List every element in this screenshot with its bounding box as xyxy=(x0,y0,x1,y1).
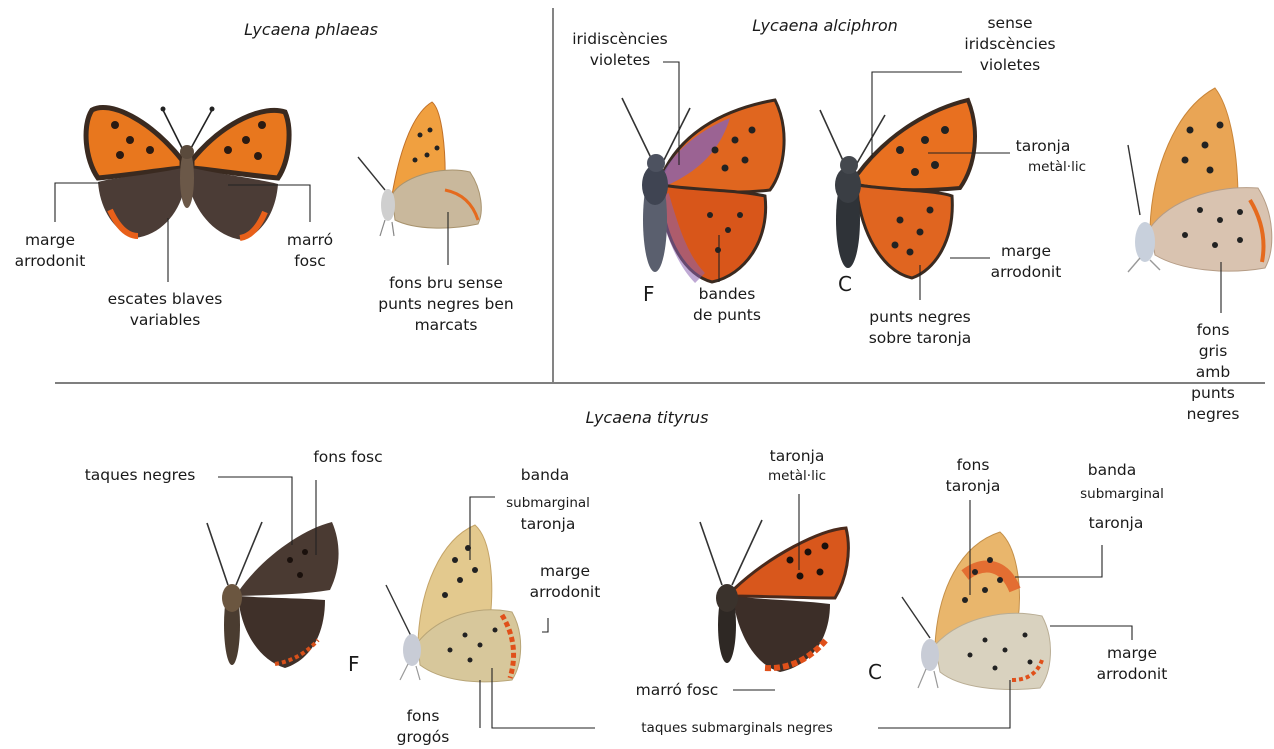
sex-mark-alciphron-female: F xyxy=(643,282,656,306)
sex-mark-tityrus-female: F xyxy=(348,652,361,676)
label-tityrus-taronja-male: taronja xyxy=(770,446,825,467)
butterfly-tityrus-female-open xyxy=(207,522,339,668)
butterfly-tityrus-male-underside xyxy=(902,532,1050,689)
label-tityrus-marge-female: marge arrodonit xyxy=(530,561,601,603)
label-tityrus-metallic-male: metàl·lic xyxy=(768,467,826,486)
butterfly-phlaeas-open xyxy=(86,107,289,241)
label-alciphron-bandes: bandes de punts xyxy=(693,284,761,326)
label-phlaeas-fons: fons bru sense punts negres ben marcats xyxy=(378,273,514,336)
label-tityrus-marge-male: marge arrodonit xyxy=(1097,643,1168,685)
label-phlaeas-escates: escates blaves variables xyxy=(108,289,223,331)
sex-mark-alciphron-male: C xyxy=(838,272,853,296)
label-alciphron-metallic: metàl·lic xyxy=(1028,158,1086,177)
label-alciphron-punts: punts negres sobre taronja xyxy=(869,307,972,349)
species-title-phlaeas: Lycaena phlaeas xyxy=(244,20,378,39)
label-alciphron-iridiscencies: iridiscències violetes xyxy=(572,29,668,71)
label-tityrus-taques: taques negres xyxy=(85,465,196,486)
label-phlaeas-marge: marge arrodonit xyxy=(15,230,86,272)
label-tityrus-fons-fosc: fons fosc xyxy=(313,447,382,468)
label-alciphron-taronja: taronja xyxy=(1016,136,1071,157)
label-tityrus-marro: marró fosc xyxy=(636,680,719,701)
label-tityrus-taques-submarginals: taques submarginals negres xyxy=(641,719,832,738)
butterfly-tityrus-male-open xyxy=(700,520,848,672)
butterfly-tityrus-female-underside xyxy=(386,525,521,682)
label-tityrus-taronja-band-male: taronja xyxy=(1089,513,1144,534)
species-title-tityrus: Lycaena tityrus xyxy=(586,408,709,427)
label-alciphron-fons: fons gris amb punts negres xyxy=(1183,320,1244,425)
butterfly-alciphron-female xyxy=(622,98,784,282)
label-tityrus-fons-taronja: fons taronja xyxy=(946,455,1001,497)
label-tityrus-banda: banda xyxy=(521,465,570,486)
label-tityrus-submarginal: submarginal xyxy=(506,494,590,513)
butterfly-phlaeas-closed xyxy=(358,102,481,236)
label-tityrus-fons-grogos: fons grogós xyxy=(397,706,450,748)
label-tityrus-taronja: taronja xyxy=(521,514,576,535)
butterfly-alciphron-underside xyxy=(1128,88,1272,272)
species-title-alciphron: Lycaena alciphron xyxy=(752,16,898,35)
label-alciphron-sense: sense iridscències violetes xyxy=(964,13,1055,76)
label-alciphron-marge: marge arrodonit xyxy=(991,241,1062,283)
butterfly-alciphron-male xyxy=(820,100,975,278)
sex-mark-tityrus-male: C xyxy=(868,660,883,684)
label-tityrus-submarginal-male: submarginal xyxy=(1080,485,1164,504)
label-tityrus-banda-male: banda xyxy=(1088,460,1137,481)
label-phlaeas-marro: marró fosc xyxy=(287,230,333,272)
